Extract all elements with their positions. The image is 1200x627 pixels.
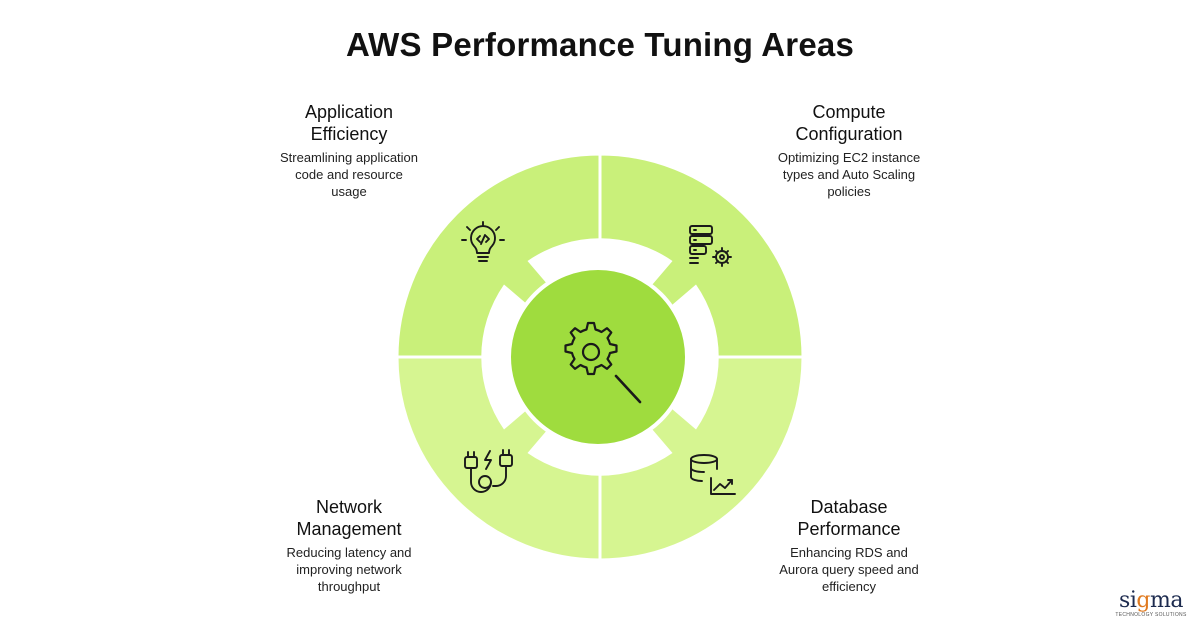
area-heading: Compute Configuration — [739, 101, 959, 145]
gap-arc-right — [672, 284, 719, 430]
area-heading-line: Network — [315, 497, 382, 517]
area-description-line: Enhancing RDS and — [790, 545, 908, 560]
area-description-line: improving network — [296, 562, 402, 577]
area-heading-line: Efficiency — [310, 124, 388, 144]
area-compute-configuration: Compute Configuration Optimizing EC2 ins… — [739, 101, 959, 200]
area-heading: Application Efficiency — [239, 101, 459, 145]
area-description: Optimizing EC2 instance types and Auto S… — [739, 149, 959, 200]
area-description-line: Reducing latency and — [286, 545, 412, 560]
area-heading: Network Management — [239, 496, 459, 540]
cable-plug-icon — [464, 449, 513, 493]
area-description-line: types and Auto Scaling — [782, 167, 916, 182]
area-description-line: Aurora query speed and — [779, 562, 919, 577]
area-description-line: usage — [331, 184, 367, 199]
area-heading-line: Application — [304, 102, 394, 122]
area-heading-line: Database — [810, 497, 888, 517]
area-heading-line: Management — [296, 519, 402, 539]
logo-text: ma — [1149, 588, 1183, 613]
area-description: Streamlining application code and resour… — [239, 149, 459, 200]
area-description-line: code and resource — [295, 167, 403, 182]
lightbulb-code-icon — [461, 221, 505, 262]
area-heading-line: Configuration — [795, 124, 903, 144]
area-description-line: policies — [827, 184, 871, 199]
logo-text: si — [1119, 588, 1137, 613]
area-heading: Database Performance — [739, 496, 959, 540]
area-description: Enhancing RDS and Aurora query speed and… — [739, 544, 959, 595]
area-description: Reducing latency and improving network t… — [239, 544, 459, 595]
logo-text-accent: g — [1136, 588, 1150, 613]
area-database-performance: Database Performance Enhancing RDS and A… — [739, 496, 959, 595]
area-description-line: throughput — [317, 579, 381, 594]
area-application-efficiency: Application Efficiency Streamlining appl… — [239, 101, 459, 200]
area-network-management: Network Management Reducing latency and … — [239, 496, 459, 595]
sigma-logo[interactable]: sigma TECHNOLOGY SOLUTIONS — [1112, 590, 1190, 619]
area-heading-line: Compute — [812, 102, 886, 122]
area-heading-line: Performance — [797, 519, 901, 539]
area-description-line: Streamlining application — [279, 150, 419, 165]
gear-search-icon — [564, 321, 642, 404]
database-chart-icon — [690, 454, 736, 495]
area-description-line: efficiency — [822, 579, 876, 594]
logo-wordmark: sigma — [1112, 590, 1190, 612]
logo-tagline: TECHNOLOGY SOLUTIONS — [1115, 612, 1187, 618]
server-gear-icon — [689, 225, 732, 267]
page-title: AWS Performance Tuning Areas — [345, 26, 855, 63]
area-description-line: Optimizing EC2 instance — [777, 150, 921, 165]
